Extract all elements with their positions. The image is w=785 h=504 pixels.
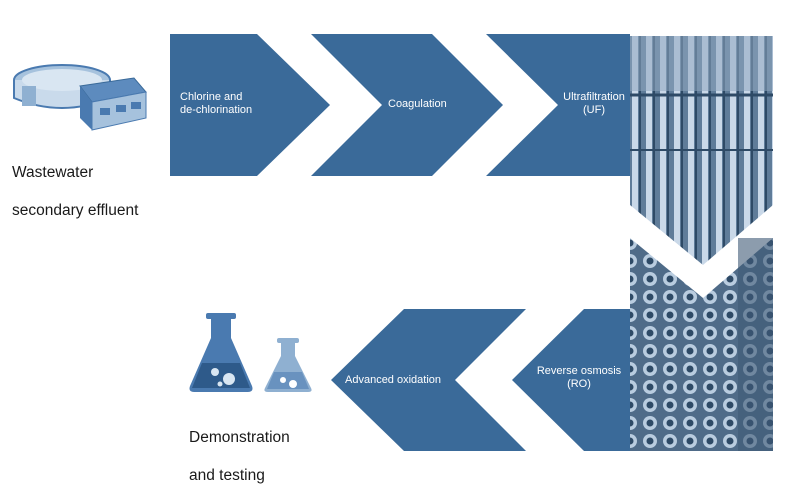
step-coagulation <box>311 34 503 176</box>
process-diagram <box>13 34 773 451</box>
source-caption: Wastewater secondary effluent <box>12 164 139 219</box>
step-label-coagulation: Coagulation <box>388 98 447 110</box>
step-ultrafiltration <box>486 34 630 176</box>
step-chlorine-dechlorination <box>170 34 330 176</box>
ultrafiltration-modules-photo <box>630 36 773 265</box>
destination-caption: Demonstration and testing <box>189 429 290 484</box>
step-label-advanced-oxidation: Advanced oxidation <box>345 374 442 386</box>
step-label-ultrafiltration: Ultrafiltration (UF) <box>563 91 625 116</box>
lab-flasks-icon <box>189 313 312 392</box>
step-label-chlorine: Chlorine and de-chlorination <box>180 91 253 116</box>
reverse-osmosis-vessels-photo <box>630 238 773 451</box>
step-advanced-oxidation <box>331 309 526 451</box>
step-reverse-osmosis <box>512 309 630 451</box>
step-label-reverse-osmosis: Reverse osmosis (RO) <box>536 365 622 390</box>
treatment-plant-icon <box>13 64 147 131</box>
